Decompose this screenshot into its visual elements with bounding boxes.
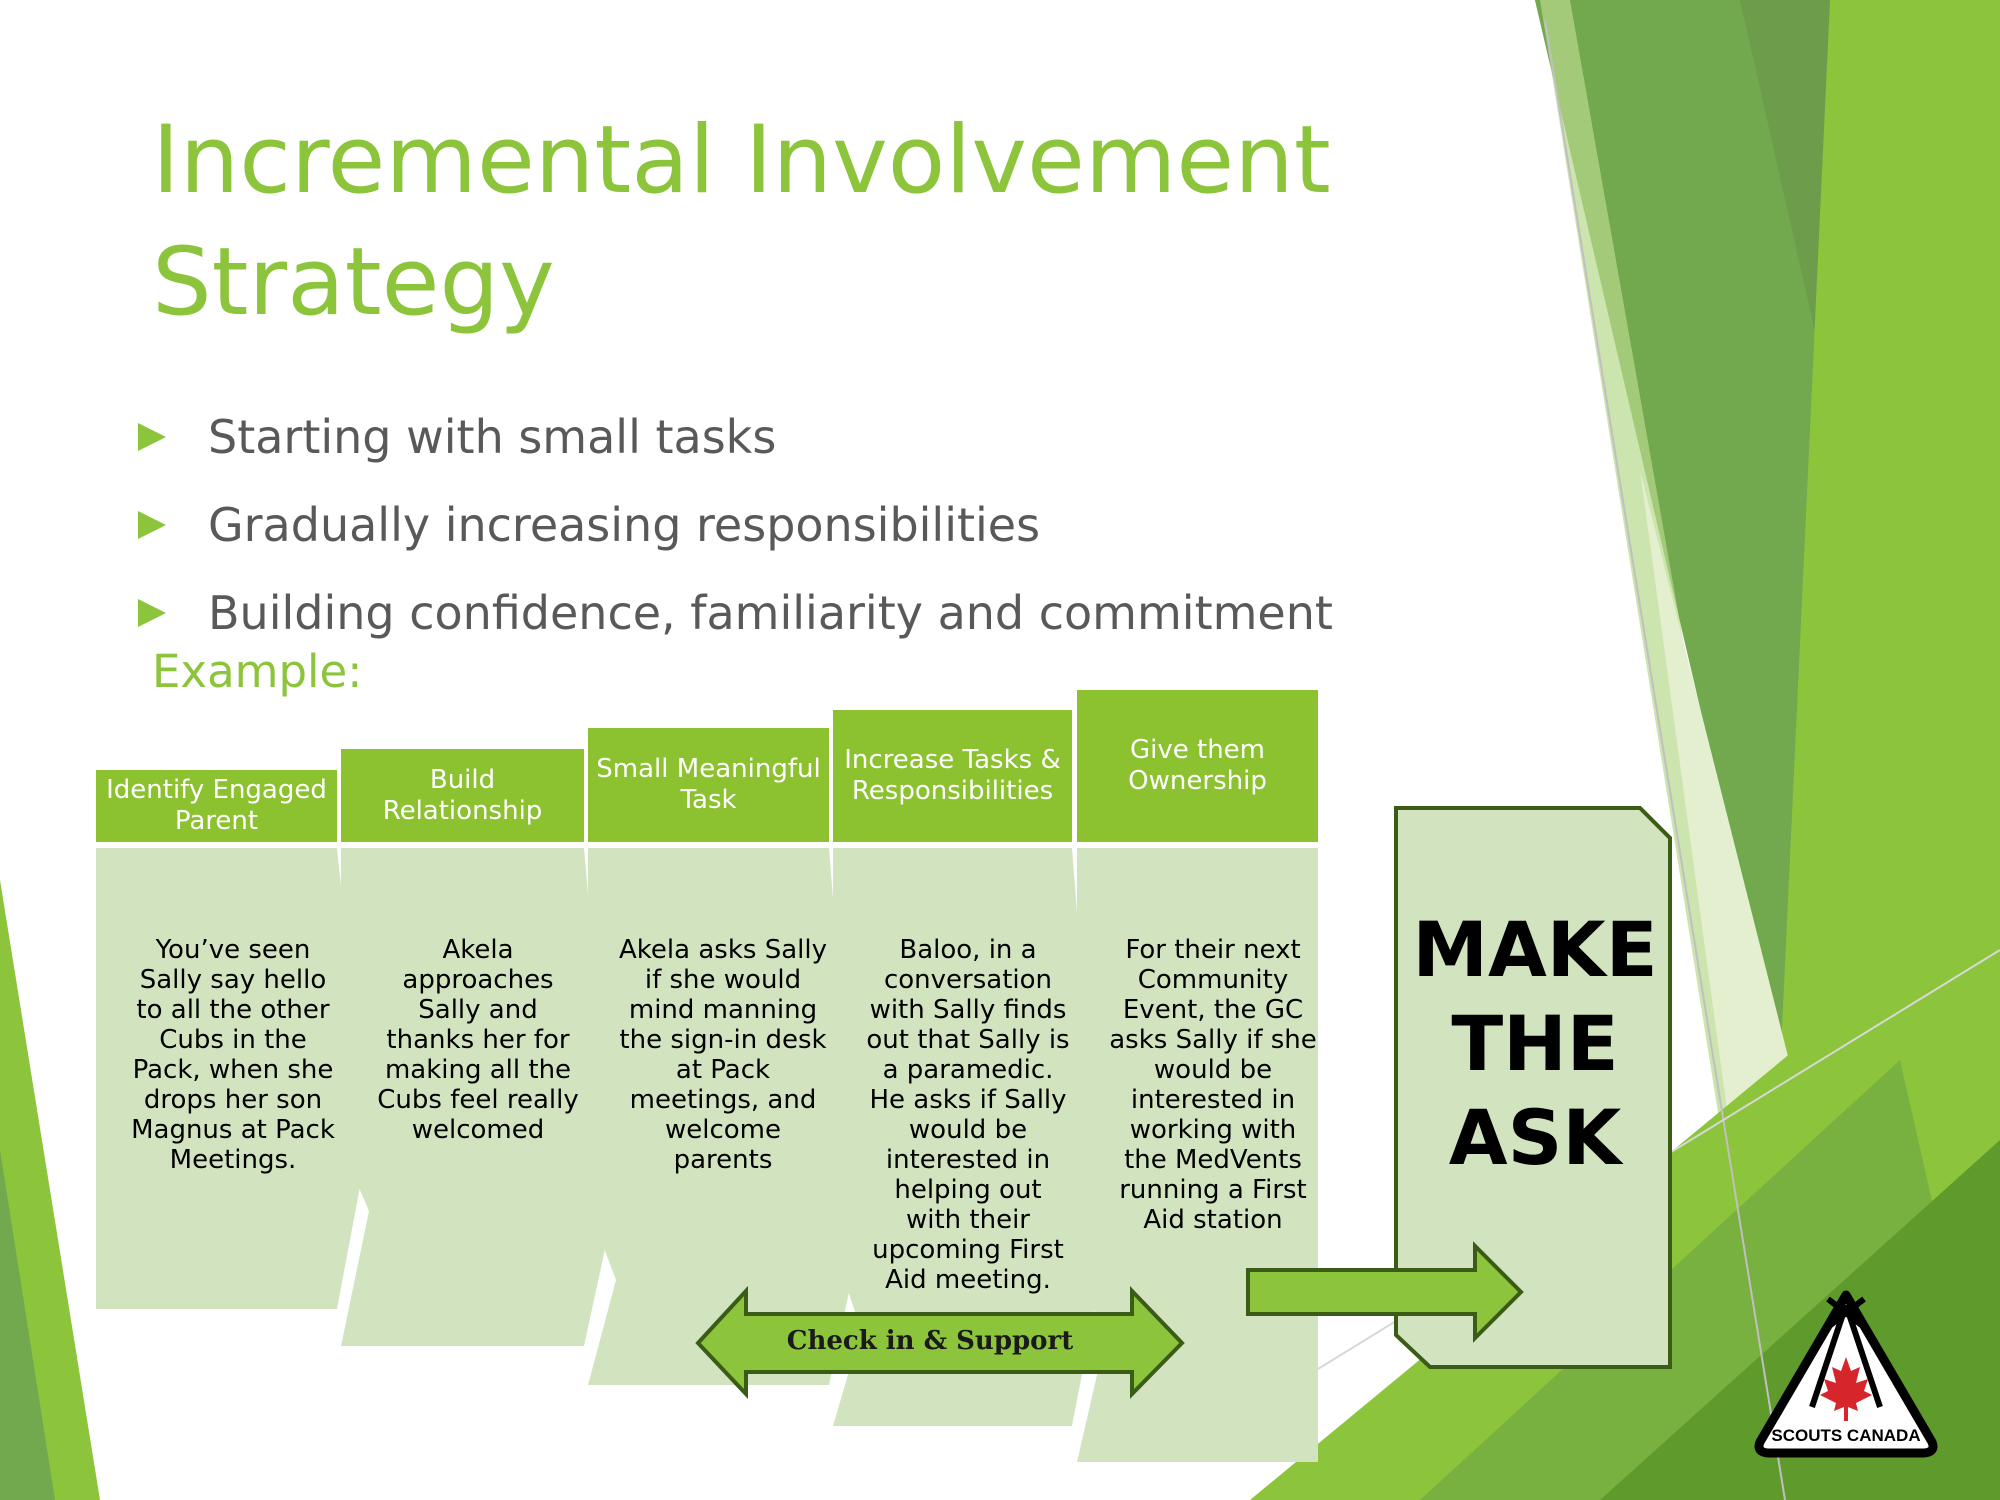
tent-icon [1809, 1296, 1883, 1408]
step-body-shape [833, 848, 1104, 1426]
step-header: Build Relationship [341, 749, 584, 842]
step-header: Increase Tasks & Responsibilities [833, 710, 1072, 842]
bullet-arrow-icon [138, 423, 166, 451]
title-line-2: Strategy [152, 228, 555, 337]
bullet-item: Gradually increasing responsibilities [138, 481, 1333, 569]
step-header: Small Meaningful Task [588, 728, 829, 842]
bullet-arrow-icon [138, 511, 166, 539]
decor-shard-left-2 [0, 1150, 55, 1500]
maple-leaf-icon [1820, 1357, 1872, 1421]
bullet-item: Building confidence, familiarity and com… [138, 569, 1333, 657]
make-the-ask-box [1394, 806, 1672, 1369]
scouts-canada-logo [1754, 1290, 1938, 1458]
bullet-item: Starting with small tasks [138, 393, 1333, 481]
step-body-shape [341, 848, 615, 1346]
right-arrow-icon [1246, 1241, 1524, 1343]
bullet-text: Gradually increasing responsibilities [208, 498, 1041, 552]
bullet-list: Starting with small tasks Gradually incr… [138, 393, 1333, 657]
decor-line [1544, 19, 1786, 1500]
step-body-shape [588, 848, 860, 1385]
logo-text: SCOUTS CANADA [1771, 1426, 1921, 1445]
support-label: Check in & Support [786, 1326, 1074, 1356]
example-label: Example: [152, 645, 363, 698]
bullet-text: Building confidence, familiarity and com… [208, 586, 1333, 640]
make-the-ask-text: MAKE THE ASK [1412, 905, 1658, 1182]
step-header: Give them Ownership [1077, 690, 1318, 842]
slide-title: Incremental Involvement Strategy [152, 100, 1402, 344]
double-arrow-icon [695, 1285, 1185, 1400]
bullet-text: Starting with small tasks [208, 410, 777, 464]
title-line-1: Incremental Involvement [152, 106, 1331, 215]
step-header: Identify Engaged Parent [96, 770, 337, 842]
step-body-shape [96, 848, 368, 1309]
bullet-arrow-icon [138, 599, 166, 627]
